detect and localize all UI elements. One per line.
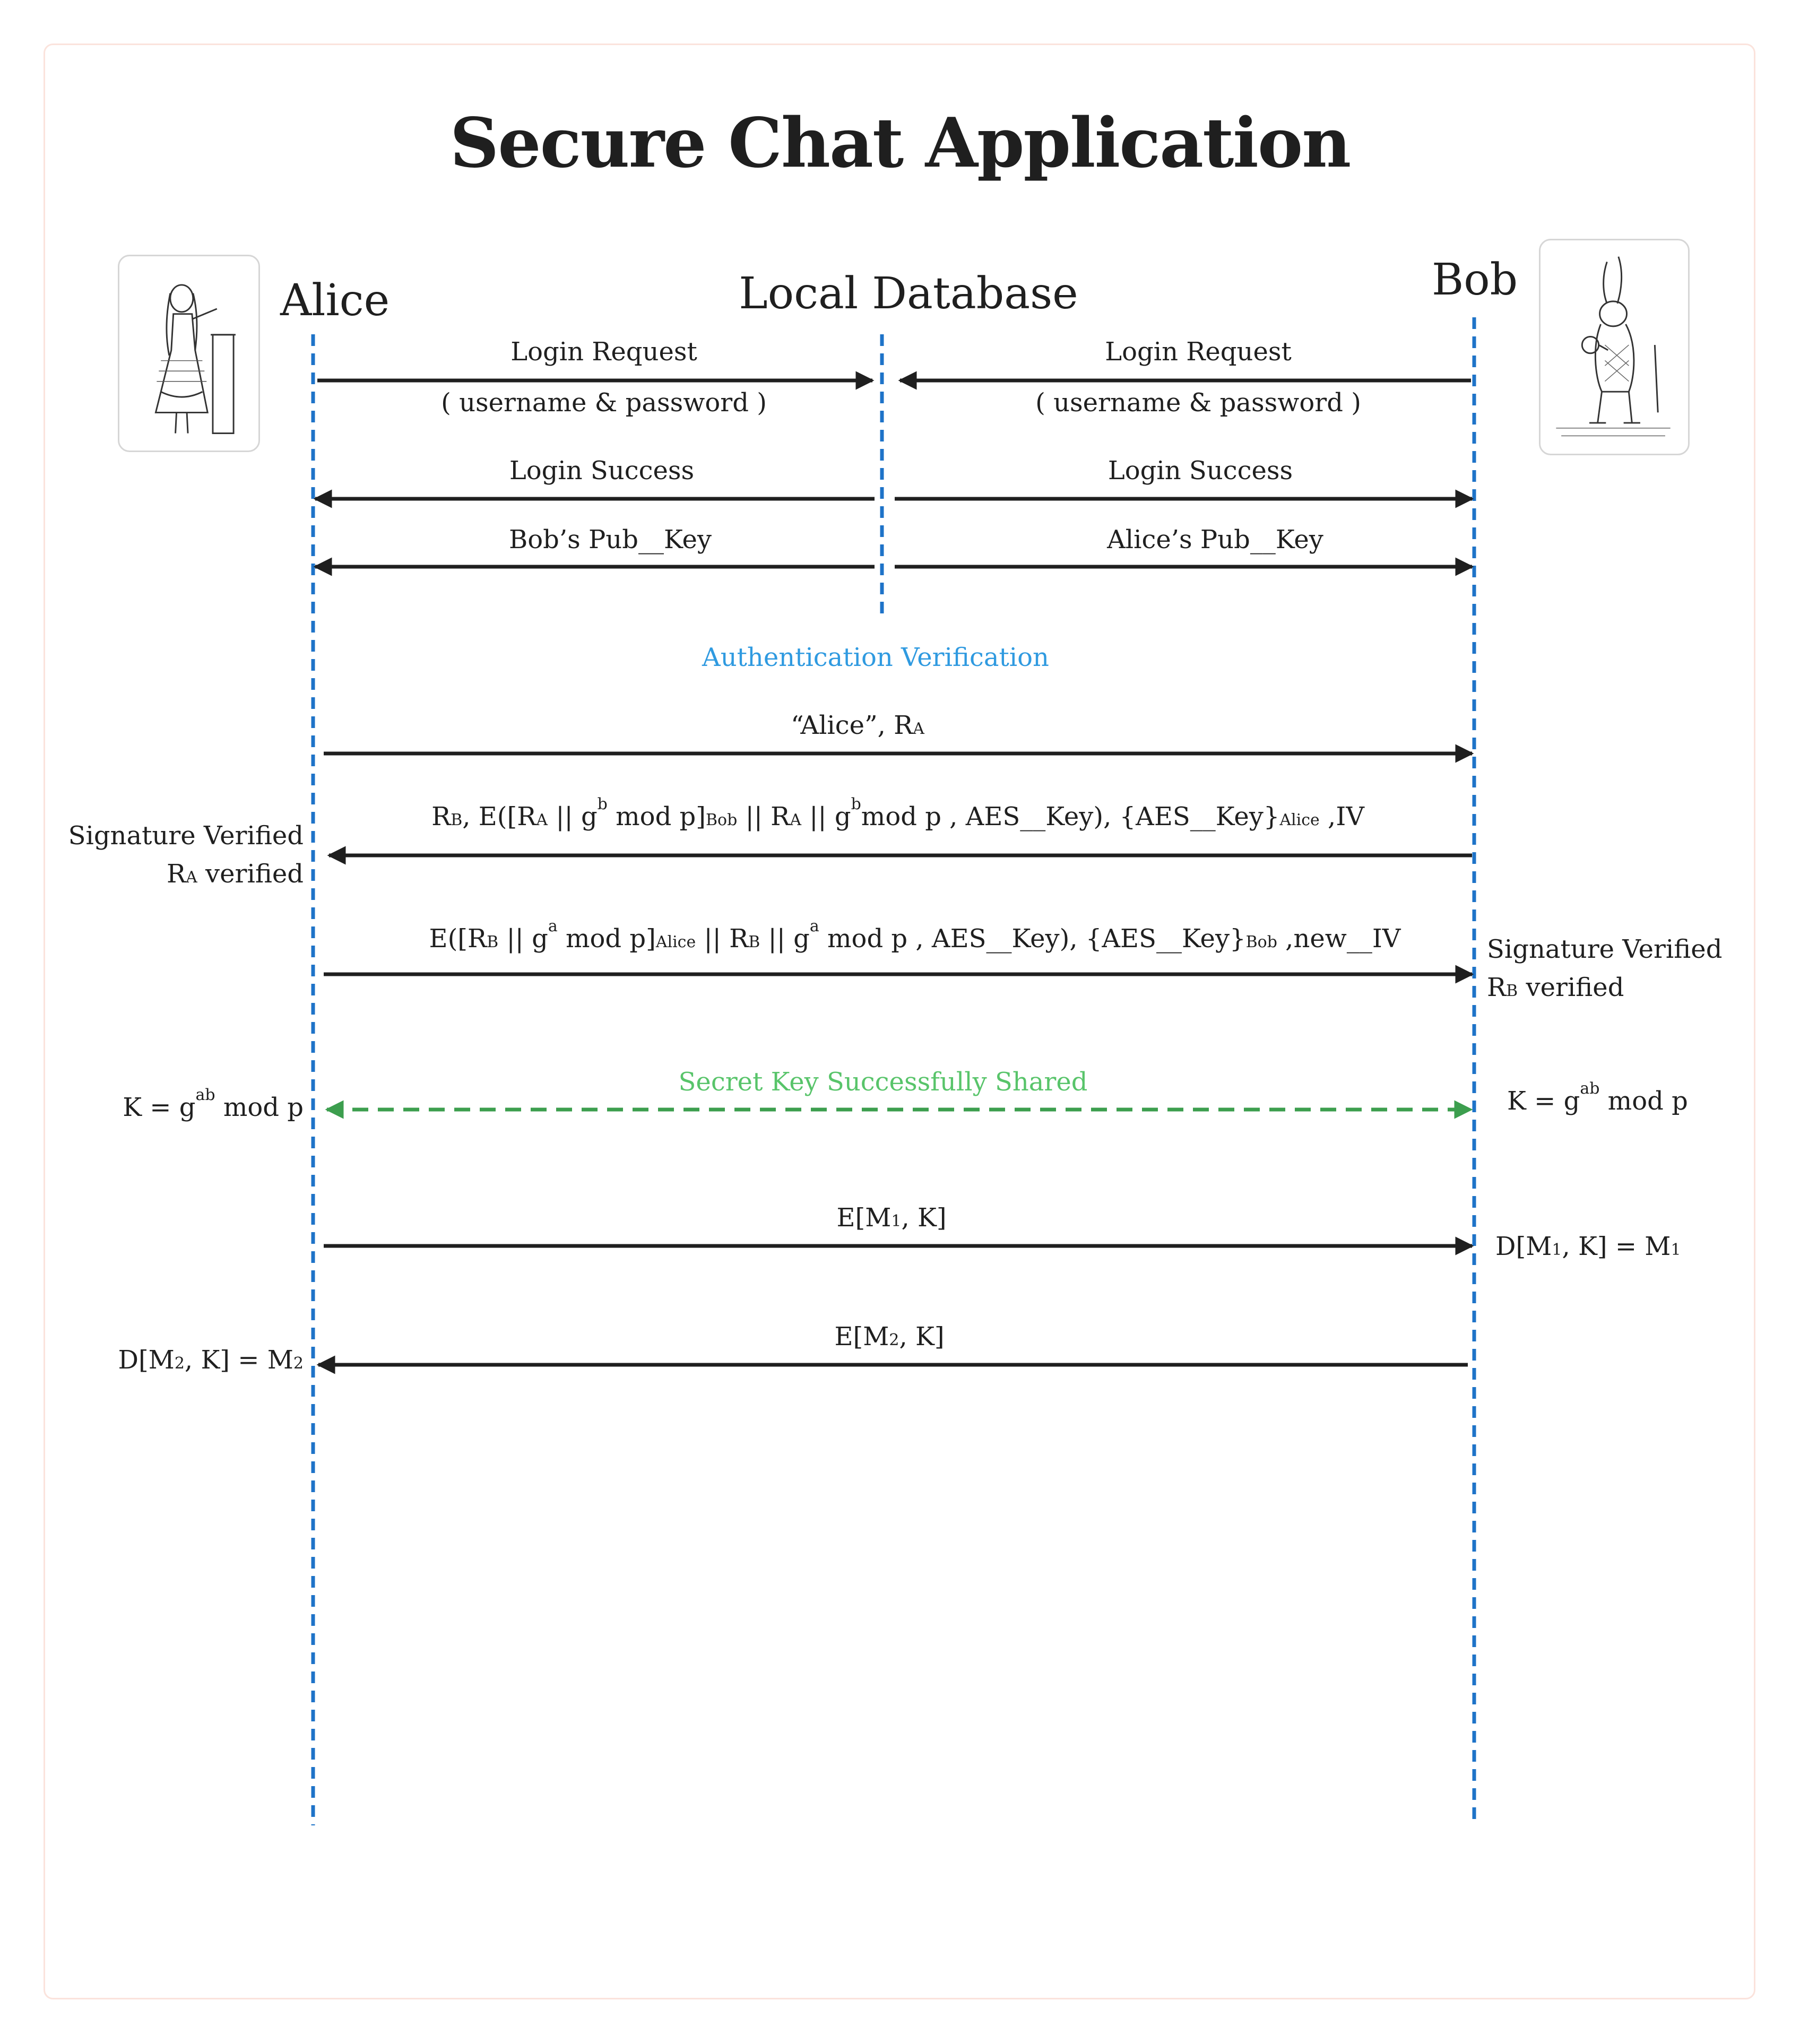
msg2-part: || g — [801, 802, 851, 832]
msg3-sub: Alice — [655, 933, 696, 951]
alice-illustration-icon — [154, 284, 236, 435]
msg3-part: ,new__IV — [1277, 924, 1401, 954]
msg3-part: mod p , AES__Key), {AES__Key} — [819, 924, 1246, 954]
msg3-sub: B — [487, 933, 499, 951]
msg2-part: || R — [737, 802, 790, 832]
note-alice-ra-verified: RA verified — [166, 859, 304, 889]
note-bob-signature-verified: Signature Verified — [1487, 934, 1723, 964]
label-msg1: “Alice”, RA — [791, 711, 924, 740]
msg3-part: || g — [760, 924, 810, 954]
label-login-request-bob: Login Request — [1105, 337, 1292, 367]
label-m2: E[M2, K] — [834, 1322, 944, 1352]
msg3-part: || R — [696, 924, 749, 954]
msg3-sub: Bob — [1245, 933, 1277, 951]
note-part: K = g — [1507, 1086, 1580, 1116]
note-sub: A — [186, 868, 197, 887]
msg2-sub: A — [536, 811, 548, 829]
msg2-part: R — [431, 802, 451, 832]
msg2-part: , E([R — [462, 802, 536, 832]
msg2-part: || g — [548, 802, 598, 832]
actor-bob: Bob — [1432, 255, 1518, 305]
note-bob-rb-verified: RB verified — [1487, 973, 1624, 1002]
label-secret-key-shared: Secret Key Successfully Shared — [678, 1067, 1088, 1097]
note-part: R — [1487, 973, 1507, 1002]
m2-part: , K] — [899, 1322, 945, 1352]
m2-part: E[M — [834, 1322, 889, 1352]
m1-sub: 1 — [891, 1212, 902, 1231]
msg3-part: E([R — [429, 924, 487, 954]
msg2-sup: b — [597, 795, 608, 813]
msg3-sup: a — [548, 917, 558, 936]
msg2-sub: Alice — [1279, 811, 1320, 829]
label-login-success-bob: Login Success — [1107, 456, 1293, 486]
actor-local-database: Local Database — [739, 269, 1078, 319]
label-login-success-alice: Login Success — [509, 456, 695, 486]
msg1-sub: A — [913, 720, 924, 738]
msg3-part: mod p] — [557, 924, 656, 954]
note-sub: B — [1506, 982, 1518, 1000]
msg3-sub: B — [748, 933, 760, 951]
msg3-sup: a — [809, 917, 819, 936]
note-part: R — [166, 859, 186, 889]
msg2-part: mod p] — [607, 802, 706, 832]
actor-alice: Alice — [280, 275, 390, 326]
m1-part: E[M — [836, 1203, 892, 1233]
msg2-part: mod p , AES__Key), {AES__Key} — [861, 802, 1280, 832]
m1-part: , K] — [901, 1203, 947, 1233]
msg2-sub: A — [790, 811, 801, 829]
m2-sub: 2 — [889, 1331, 899, 1349]
label-credentials-alice: ( username & password ) — [441, 388, 767, 418]
note-part: D[M — [118, 1345, 175, 1375]
note-sub: 1 — [1671, 1241, 1681, 1259]
note-part: , K] = M — [1562, 1232, 1671, 1261]
label-login-request-alice: Login Request — [510, 337, 697, 367]
label-msg2: RB, E([RA || gb mod p]Bob || RA || gbmod… — [431, 795, 1364, 832]
msg2-part: ,IV — [1319, 802, 1364, 832]
label-credentials-bob: ( username & password ) — [1035, 388, 1361, 418]
note-alice-signature-verified: Signature Verified — [68, 821, 304, 851]
bob-avatar — [1539, 239, 1690, 455]
diagram-card — [44, 44, 1755, 1999]
note-sub: 1 — [1552, 1241, 1562, 1259]
note-part: , K] = M — [184, 1345, 293, 1375]
note-part: verified — [1518, 973, 1624, 1002]
note-sub: 2 — [174, 1354, 185, 1373]
msg1-text: “Alice”, R — [791, 711, 913, 740]
note-part: D[M — [1495, 1232, 1552, 1261]
note-alice-key: K = gab mod p — [123, 1086, 304, 1122]
note-part: K = g — [123, 1093, 196, 1122]
note-part: mod p — [1599, 1086, 1688, 1116]
section-authentication-verification: Authentication Verification — [702, 643, 1049, 672]
white-rabbit-illustration-icon — [1556, 256, 1671, 437]
msg2-sub: Bob — [706, 811, 738, 829]
note-sub: 2 — [293, 1354, 304, 1373]
msg2-sup: b — [851, 795, 861, 813]
label-m1: E[M1, K] — [836, 1203, 946, 1233]
note-bob-key: K = gab mod p — [1507, 1079, 1688, 1116]
note-alice-decrypt: D[M2, K] = M2 — [118, 1345, 304, 1375]
note-part: verified — [197, 859, 304, 889]
label-alice-pubkey: Alice’s Pub__Key — [1107, 525, 1323, 555]
msg3-part: || g — [498, 924, 548, 954]
note-bob-decrypt: D[M1, K] = M1 — [1495, 1232, 1681, 1261]
note-sup: ab — [1580, 1079, 1600, 1098]
alice-avatar — [118, 255, 260, 452]
label-msg3: E([RB || ga mod p]Alice || RB || ga mod … — [429, 917, 1401, 954]
note-part: mod p — [215, 1093, 304, 1122]
note-sup: ab — [195, 1086, 215, 1104]
page-title: Secure Chat Application — [449, 103, 1352, 183]
msg2-sub: B — [451, 811, 463, 829]
label-bob-pubkey: Bob’s Pub__Key — [508, 525, 712, 555]
